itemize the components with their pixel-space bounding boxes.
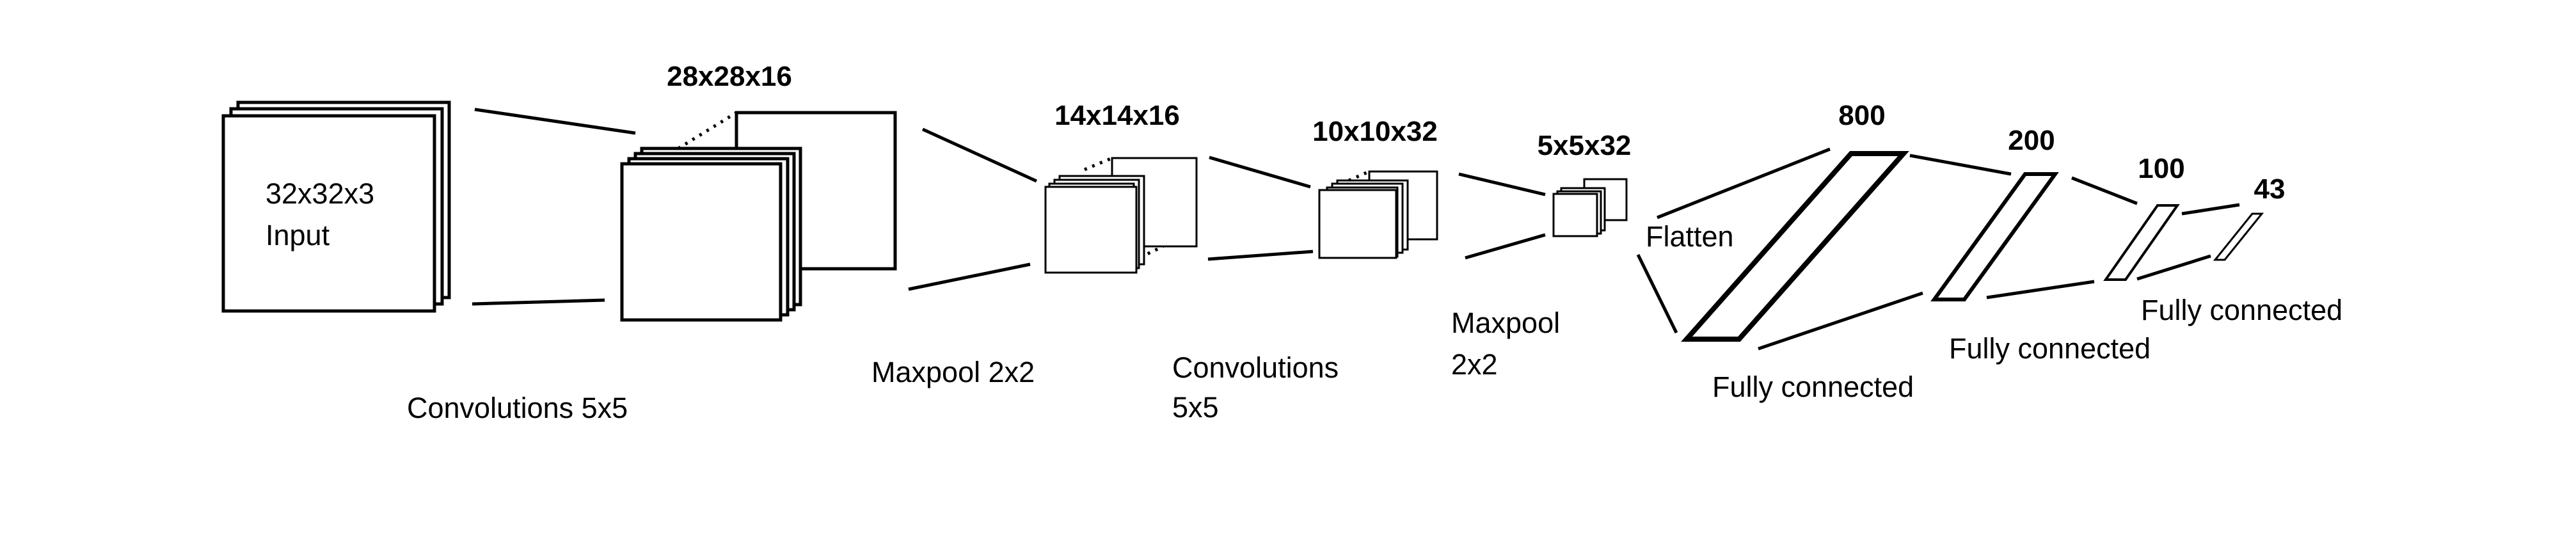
fc800-dims-label: 800 <box>1838 100 1885 131</box>
connector-conv1-pool1-top <box>921 127 1038 183</box>
conv1-feature-maps: 28x28x16 <box>620 61 897 322</box>
pool2-operation-label-line2: 2x2 <box>1451 348 1498 381</box>
connector-fc800-fc200-bottom <box>1758 291 1923 351</box>
fc800-operation-label: Fully connected <box>1712 371 1914 403</box>
fc100-dims-label: 100 <box>2138 153 2184 184</box>
output-dims-label: 43 <box>2254 173 2286 205</box>
connector-fc800-fc200-top <box>1909 154 2012 176</box>
input-name-label: Input <box>266 219 330 251</box>
connector-conv1-pool1-bottom <box>908 262 1031 291</box>
connector-fc200-fc100-bottom <box>1986 280 2095 299</box>
conv2-dims-label: 10x10x32 <box>1312 116 1438 147</box>
connector-conv2-pool2-bottom <box>1465 233 1546 260</box>
connector-pool1-conv2-top <box>1209 155 1311 189</box>
connector-fc100-output-top <box>2181 203 2240 216</box>
conv2-feature-maps: 10x10x32 <box>1312 116 1438 259</box>
input-dims-label: 32x32x3 <box>266 177 374 210</box>
pool2-feature-maps: 5x5x32 <box>1538 130 1632 237</box>
fc100-operation-label: Fully connected <box>2141 294 2342 326</box>
fc100-layer: 100 <box>2103 153 2185 281</box>
pool2-operation-label-line1: Maxpool <box>1451 307 1560 339</box>
pool1-operation-label: Maxpool 2x2 <box>871 356 1035 388</box>
pool2-dims-label: 5x5x32 <box>1538 130 1632 161</box>
pool1-dims-label: 14x14x16 <box>1054 100 1180 131</box>
conv2-operation-label-line2: 5x5 <box>1172 391 1219 424</box>
connector-fc100-output-bottom <box>2136 254 2211 281</box>
connector-flatten-top <box>1657 147 1831 219</box>
output-layer: 43 <box>2213 173 2286 261</box>
connector-pool1-conv2-bottom <box>1207 250 1314 261</box>
connector-input-conv1-bottom <box>472 298 605 306</box>
conv2-operation-label-line1: Convolutions <box>1172 351 1339 384</box>
pool1-feature-maps: 14x14x16 <box>1044 100 1198 274</box>
conv1-dims-label: 28x28x16 <box>667 61 792 92</box>
fc200-dims-label: 200 <box>2008 125 2055 156</box>
flatten-label: Flatten <box>1646 220 1734 253</box>
connector-conv2-pool2-top <box>1458 172 1546 196</box>
fc200-layer: 200 <box>1930 125 2059 301</box>
input-layer-stack: 32x32x3 Input <box>221 100 451 313</box>
fc200-operation-label: Fully connected <box>1949 332 2151 365</box>
conv1-operation-label: Convolutions 5x5 <box>407 392 628 424</box>
connector-fc200-fc100-top <box>2071 176 2138 205</box>
fc800-layer: 800 <box>1681 100 1909 342</box>
connector-input-conv1-top <box>474 108 636 135</box>
connector-flatten-bottom <box>1636 253 1678 334</box>
